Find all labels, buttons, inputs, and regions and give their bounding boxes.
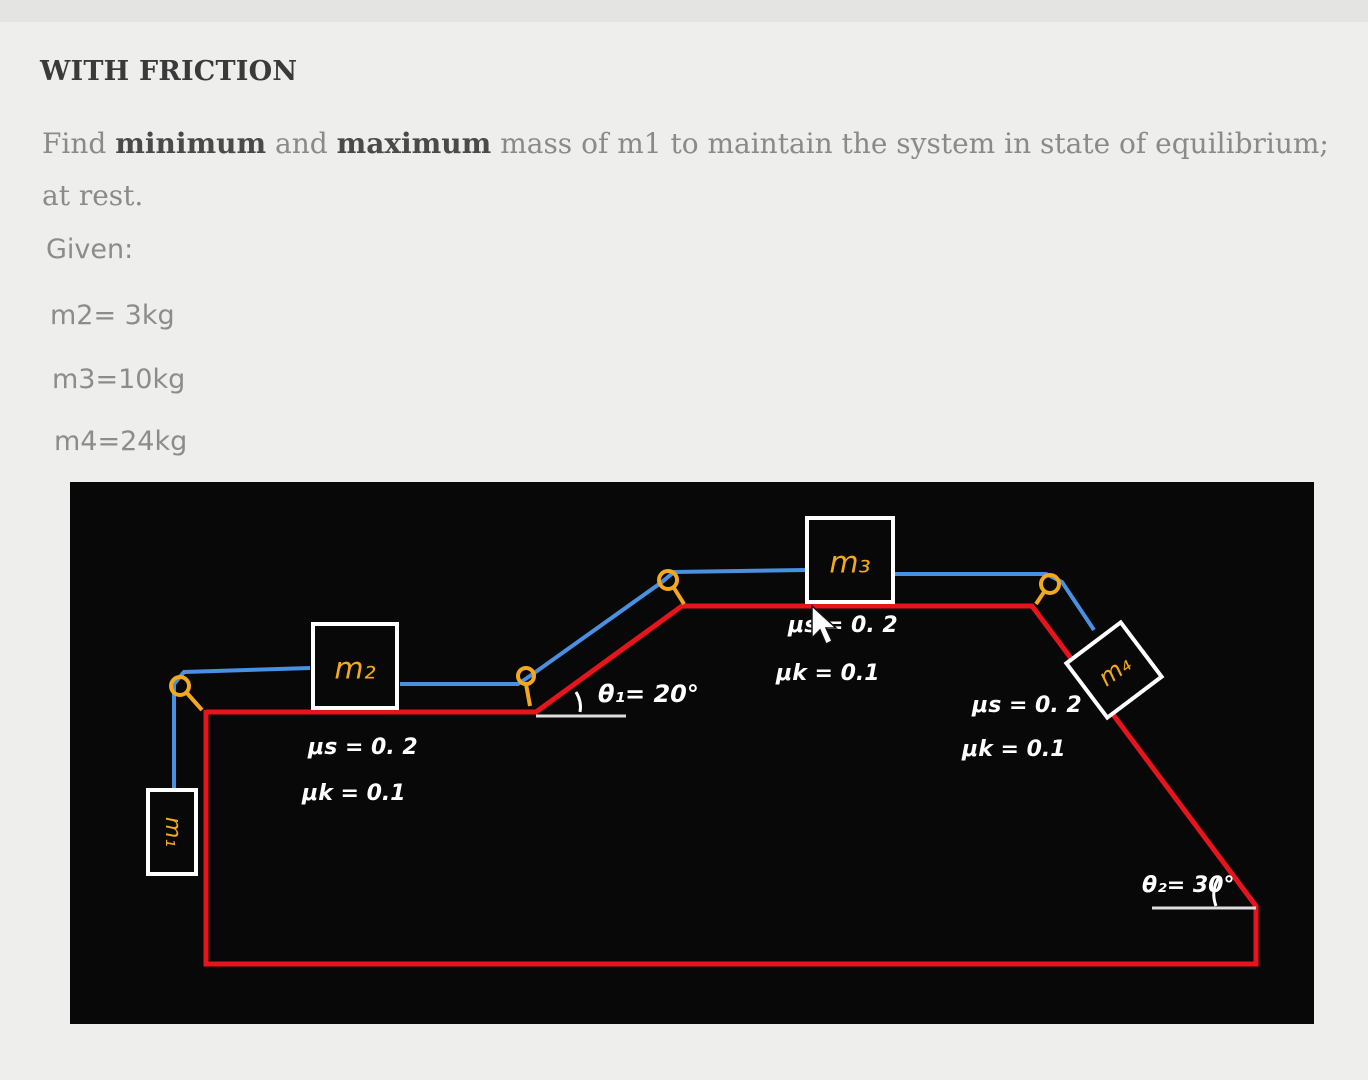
mass-m1-block bbox=[146, 788, 198, 876]
rope bbox=[400, 568, 807, 686]
given-m2: m2= 3kg bbox=[50, 300, 175, 331]
m2-kinetic-friction: μk = 0.1 bbox=[301, 781, 406, 806]
given-label: Given: bbox=[46, 234, 134, 265]
mass-m1-label: m₁ bbox=[160, 817, 185, 847]
m3-kinetic-friction: μk = 0.1 bbox=[775, 661, 880, 686]
m2-static-friction: μs = 0. 2 bbox=[307, 735, 418, 760]
mass-m2-label: m₂ bbox=[334, 652, 375, 687]
system-diagram: m₁ m₂ m₃ m₄ μs = 0. 2 μk = 0.1 μs = 0. 2… bbox=[70, 482, 1314, 1024]
mass-m3-block bbox=[805, 516, 895, 604]
given-m3: m3=10kg bbox=[52, 364, 186, 395]
incline-track bbox=[203, 603, 1259, 967]
theta1-arc bbox=[574, 691, 582, 713]
pulley bbox=[516, 666, 536, 707]
theta1-label: θ₁= 20° bbox=[598, 680, 699, 708]
pulley bbox=[657, 569, 686, 606]
mass-m4-block bbox=[1063, 619, 1165, 721]
given-m4: m4=24kg bbox=[54, 426, 188, 457]
mass-m4-group: m₄ bbox=[1063, 619, 1165, 721]
m4-static-friction: μs = 0. 2 bbox=[971, 693, 1082, 718]
m4-kinetic-friction: μk = 0.1 bbox=[961, 737, 1066, 762]
pulley bbox=[1034, 573, 1061, 606]
theta2-arc bbox=[1212, 875, 1222, 907]
diagram-svg: m₁ m₂ m₃ m₄ μs = 0. 2 μk = 0.1 μs = 0. 2… bbox=[146, 516, 1259, 967]
mass-m3-label: m₃ bbox=[829, 546, 870, 581]
section-heading: WITH FRICTION bbox=[40, 56, 298, 87]
question-text: Find minimum and maximum mass of m1 to m… bbox=[42, 127, 1329, 212]
mass-m2-block bbox=[311, 622, 399, 710]
pulley bbox=[169, 675, 204, 712]
m3-static-friction: μs = 0. 2 bbox=[787, 613, 898, 638]
rope bbox=[172, 666, 311, 792]
theta2-label: θ₂= 30° bbox=[1142, 873, 1234, 898]
rope bbox=[894, 572, 1096, 632]
mouse-cursor-icon bbox=[811, 604, 838, 646]
